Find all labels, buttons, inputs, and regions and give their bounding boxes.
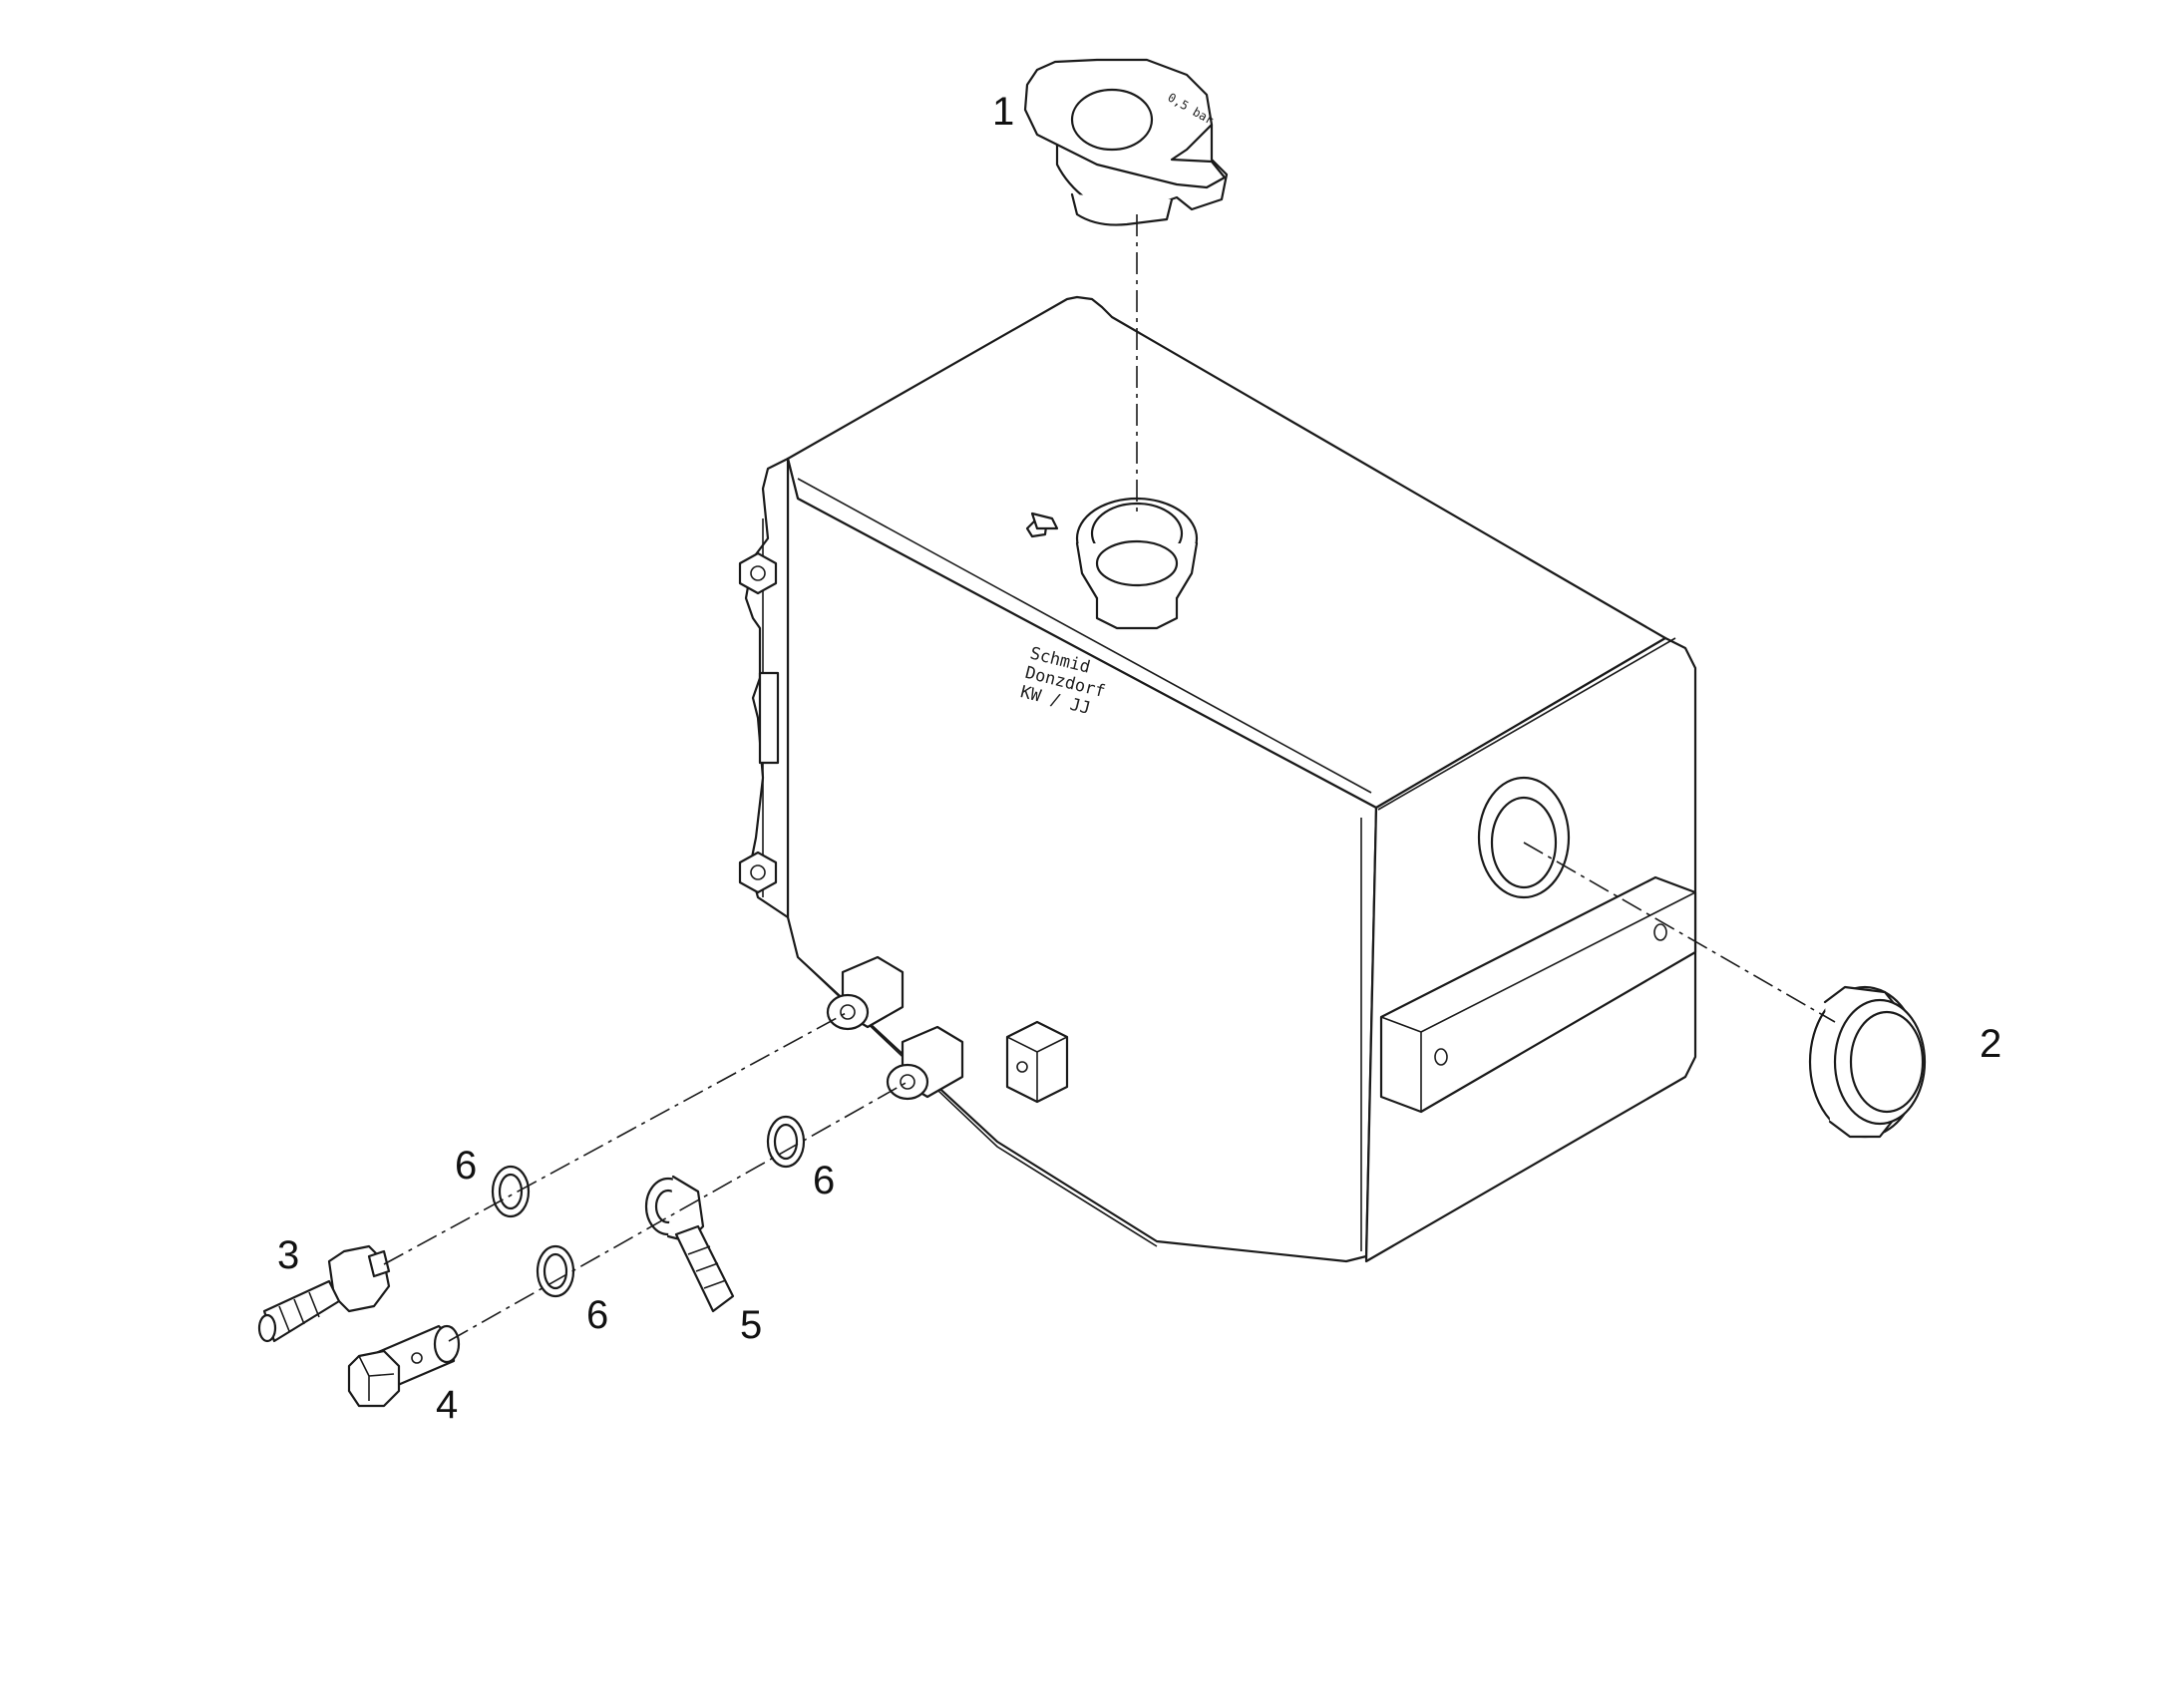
callout-5: 5 [740,1303,762,1347]
pressure-cap: 0,5 bar [1023,58,1229,226]
callout-6-right: 6 [813,1159,835,1202]
callout-6-lower: 6 [586,1293,608,1337]
callout-3: 3 [277,1233,299,1277]
hose-nipple [257,1244,391,1343]
center-line-sight-glass [1523,842,1836,1023]
sealing-ring-b [536,1244,575,1298]
sealing-ring-a [491,1165,531,1218]
assembly-center-lines [383,214,1836,1342]
filler-neck [1025,497,1199,630]
expansion-tank [738,295,1697,1263]
center-line-nipple [383,1011,849,1265]
callout-1: 1 [992,90,1014,134]
mounting-bracket [1379,875,1697,1114]
drain-boss-lower [886,1025,964,1101]
sight-glass [1808,985,1927,1139]
banjo-bolt [347,1324,461,1408]
callout-6-upper: 6 [455,1144,477,1188]
center-line-banjo [448,1081,908,1342]
banjo-fitting [644,1175,735,1313]
callouts: 1 2 3 4 5 6 6 6 [277,90,2001,1427]
sealing-ring-c [766,1115,806,1169]
callout-4: 4 [436,1383,458,1427]
callout-2: 2 [1980,1022,2001,1066]
sight-glass-port [1477,776,1571,899]
sensor-block [1005,1020,1069,1104]
flange-bolt-lower [738,851,778,894]
flange-bolt-upper [738,551,778,595]
drain-boss-upper [826,955,905,1031]
